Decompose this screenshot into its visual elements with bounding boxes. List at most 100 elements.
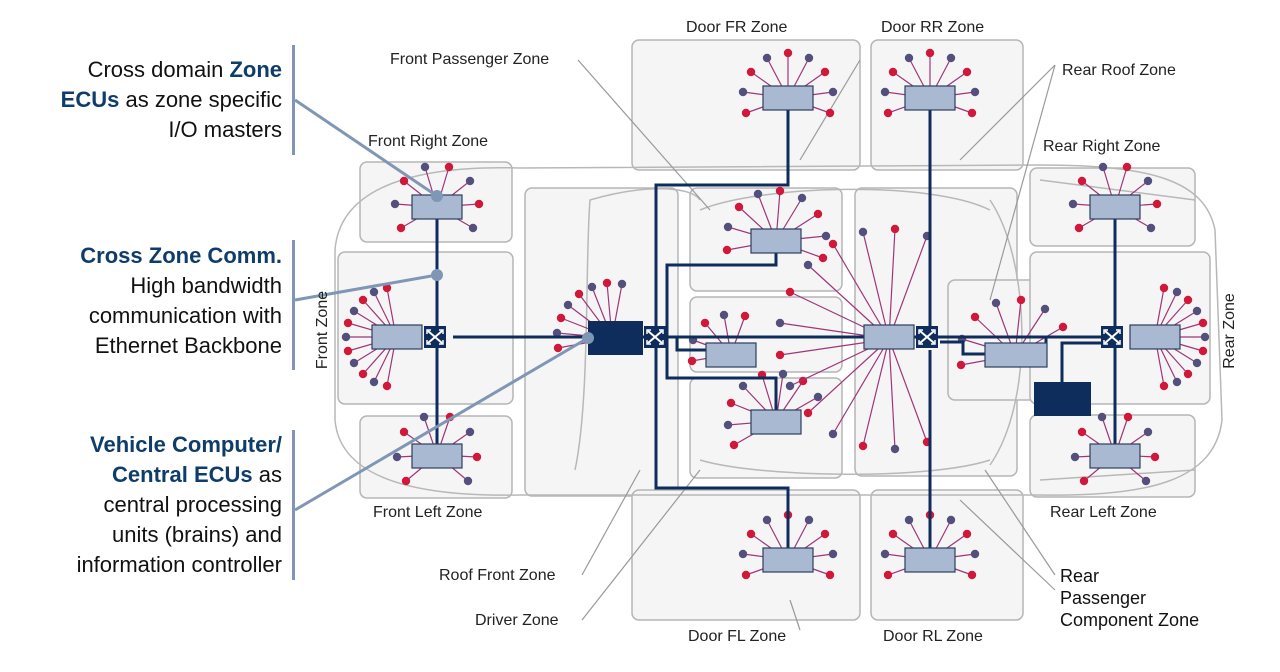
switch-cross-arrows-icon bbox=[427, 330, 443, 344]
sensor-dot bbox=[734, 202, 744, 212]
callout-zone-ecus-hl1: Zone bbox=[229, 57, 282, 82]
sensor-dot bbox=[1016, 295, 1026, 305]
sensor-dot bbox=[463, 476, 473, 486]
sensor-dot bbox=[700, 318, 710, 328]
callout-vehicle-computer-line4: units (brains) and bbox=[112, 522, 282, 547]
sensor-dot bbox=[880, 549, 890, 559]
sensor-dot bbox=[746, 67, 756, 77]
callout-cross-zone-hl: Cross Zone Comm. bbox=[80, 243, 282, 268]
callout-zone-ecus-hl2: ECUs bbox=[60, 87, 120, 112]
sensor-dot bbox=[746, 529, 756, 539]
sensor-dot bbox=[883, 570, 893, 580]
sensor-dot bbox=[444, 162, 454, 172]
switch-arrowheads-icon bbox=[646, 329, 664, 345]
sensor-dot bbox=[828, 549, 838, 559]
zone-ecu-driver-upper bbox=[705, 342, 757, 368]
sensor-dot bbox=[828, 87, 838, 97]
pointer-driver bbox=[581, 469, 701, 621]
sensor-dot bbox=[1183, 295, 1193, 305]
zone-ecu-door-fl bbox=[762, 547, 814, 573]
sensor-wire bbox=[862, 338, 890, 447]
sensor-dot bbox=[1143, 427, 1153, 437]
backbone-door-fl bbox=[654, 337, 790, 560]
vehicle-computer bbox=[588, 321, 643, 355]
sensor-dot bbox=[962, 529, 972, 539]
label-rear-zone: Rear Zone bbox=[1221, 293, 1238, 369]
sensor-dot bbox=[587, 282, 597, 292]
callout-line-vehicle-computer bbox=[294, 336, 589, 512]
sensor-dot bbox=[967, 108, 977, 118]
sensor-dot bbox=[1058, 322, 1068, 332]
sensor-dot bbox=[820, 67, 830, 77]
sensor-dot bbox=[803, 408, 813, 418]
sensor-dot bbox=[602, 278, 612, 288]
sensor-dot bbox=[563, 300, 573, 310]
sensor-dot bbox=[762, 53, 772, 63]
label-rear-passenger-line2: Passenger bbox=[1060, 588, 1147, 608]
sensor-dot bbox=[401, 476, 411, 486]
sensor-dot bbox=[825, 108, 835, 118]
sensor-dot bbox=[723, 420, 733, 430]
sensor-dot bbox=[1183, 369, 1193, 379]
sensor-dot bbox=[1079, 476, 1089, 486]
callout-bar-1 bbox=[292, 45, 295, 155]
sensor-dot bbox=[890, 444, 900, 454]
sensor-dot bbox=[904, 515, 914, 525]
sensor-dot bbox=[349, 306, 359, 316]
sensor-dot bbox=[343, 346, 353, 356]
sensor-wire bbox=[807, 338, 890, 414]
sensor-dot bbox=[804, 515, 814, 525]
sensor-dot bbox=[880, 87, 890, 97]
sensor-dot bbox=[349, 358, 359, 368]
sensor-dot bbox=[1172, 287, 1182, 297]
callout-zone-ecus: Cross domain Zone ECUs as zone specific … bbox=[2, 55, 282, 145]
sensor-dot bbox=[1172, 377, 1182, 387]
callout-zone-ecus-line3: I/O masters bbox=[168, 117, 282, 142]
pointer-rear-roof-2 bbox=[989, 64, 1056, 301]
pointer-door-fl bbox=[789, 599, 801, 631]
zone-ecu-driver bbox=[750, 409, 802, 435]
callout-vehicle-computer-post: as bbox=[252, 462, 282, 487]
pointer-rear-passenger-2 bbox=[959, 499, 1056, 591]
label-door-rl-zone: Door RL Zone bbox=[883, 628, 983, 645]
sensor-dot bbox=[821, 231, 831, 241]
backbone-driver bbox=[665, 337, 778, 410]
sensor-dot bbox=[1068, 199, 1078, 209]
sensor-dot bbox=[883, 108, 893, 118]
callout-line-zone-ecus-dot bbox=[431, 190, 443, 202]
sensor-dot bbox=[726, 398, 736, 408]
sensor-dot bbox=[888, 67, 898, 77]
sensor-dot bbox=[1123, 412, 1133, 422]
sensor-dot bbox=[956, 360, 966, 370]
callout-zone-ecus-post: as zone specific bbox=[119, 87, 282, 112]
callout-vehicle-computer-hl1: Vehicle Computer/ bbox=[90, 432, 282, 457]
sensor-dot bbox=[1077, 427, 1087, 437]
sensor-dot bbox=[967, 570, 977, 580]
pointer-rear-roof bbox=[959, 64, 1056, 161]
ethernet-switch-rear bbox=[1101, 326, 1123, 348]
label-front-zone: Front Zone bbox=[314, 290, 331, 370]
sensor-dot bbox=[382, 283, 392, 293]
sensor-dot bbox=[343, 318, 353, 328]
sensor-dot bbox=[858, 441, 868, 451]
sensor-dot bbox=[574, 289, 584, 299]
sensor-dot bbox=[775, 350, 785, 360]
backbone-rear-pass bbox=[940, 340, 985, 356]
label-rear-passenger-line1: Rear bbox=[1060, 566, 1100, 586]
sensor-dot bbox=[785, 381, 795, 391]
ethernet-switch-front bbox=[424, 326, 446, 348]
sensor-dot bbox=[474, 199, 484, 209]
callout-cross-zone-line3: communication with bbox=[88, 303, 282, 328]
sensor-dot bbox=[783, 48, 793, 58]
sensor-wire bbox=[888, 235, 928, 340]
zone-ecu-rear-right bbox=[1089, 194, 1141, 220]
sensor-dot bbox=[962, 67, 972, 77]
sensor-dot bbox=[369, 287, 379, 297]
sensor-dot bbox=[1192, 306, 1202, 316]
sensor-wire bbox=[888, 338, 928, 443]
zone-box-door-fr bbox=[631, 39, 861, 171]
sensor-dot bbox=[399, 427, 409, 437]
sensor-fan-vc bbox=[552, 278, 627, 353]
sensor-dot bbox=[785, 287, 795, 297]
